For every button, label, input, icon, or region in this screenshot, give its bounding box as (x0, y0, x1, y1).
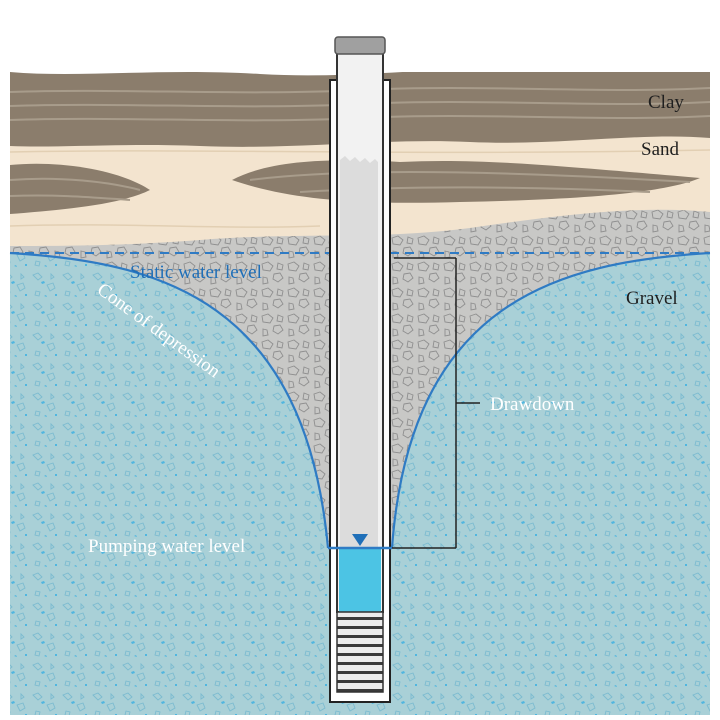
sand-stripes (10, 149, 710, 228)
cone-of-depression-left (9, 251, 330, 549)
label-drawdown: Drawdown (490, 394, 575, 415)
cone-of-depression-right (390, 251, 711, 549)
well (328, 36, 456, 703)
drawdown-bracket (394, 257, 480, 548)
well-water (339, 548, 381, 614)
well-screen (336, 611, 384, 693)
label-gravel: Gravel (626, 288, 678, 309)
casing-shadow (340, 156, 378, 548)
label-clay: Clay (648, 92, 684, 113)
label-sand: Sand (641, 139, 680, 160)
pumping-level-marker-icon (352, 534, 368, 546)
label-pumping-water-level: Pumping water level (88, 536, 245, 557)
well-cap (334, 36, 386, 55)
saturated-zone (10, 253, 710, 715)
label-static-water-level: Static water level (130, 262, 262, 283)
clay-lens-left (10, 163, 150, 214)
